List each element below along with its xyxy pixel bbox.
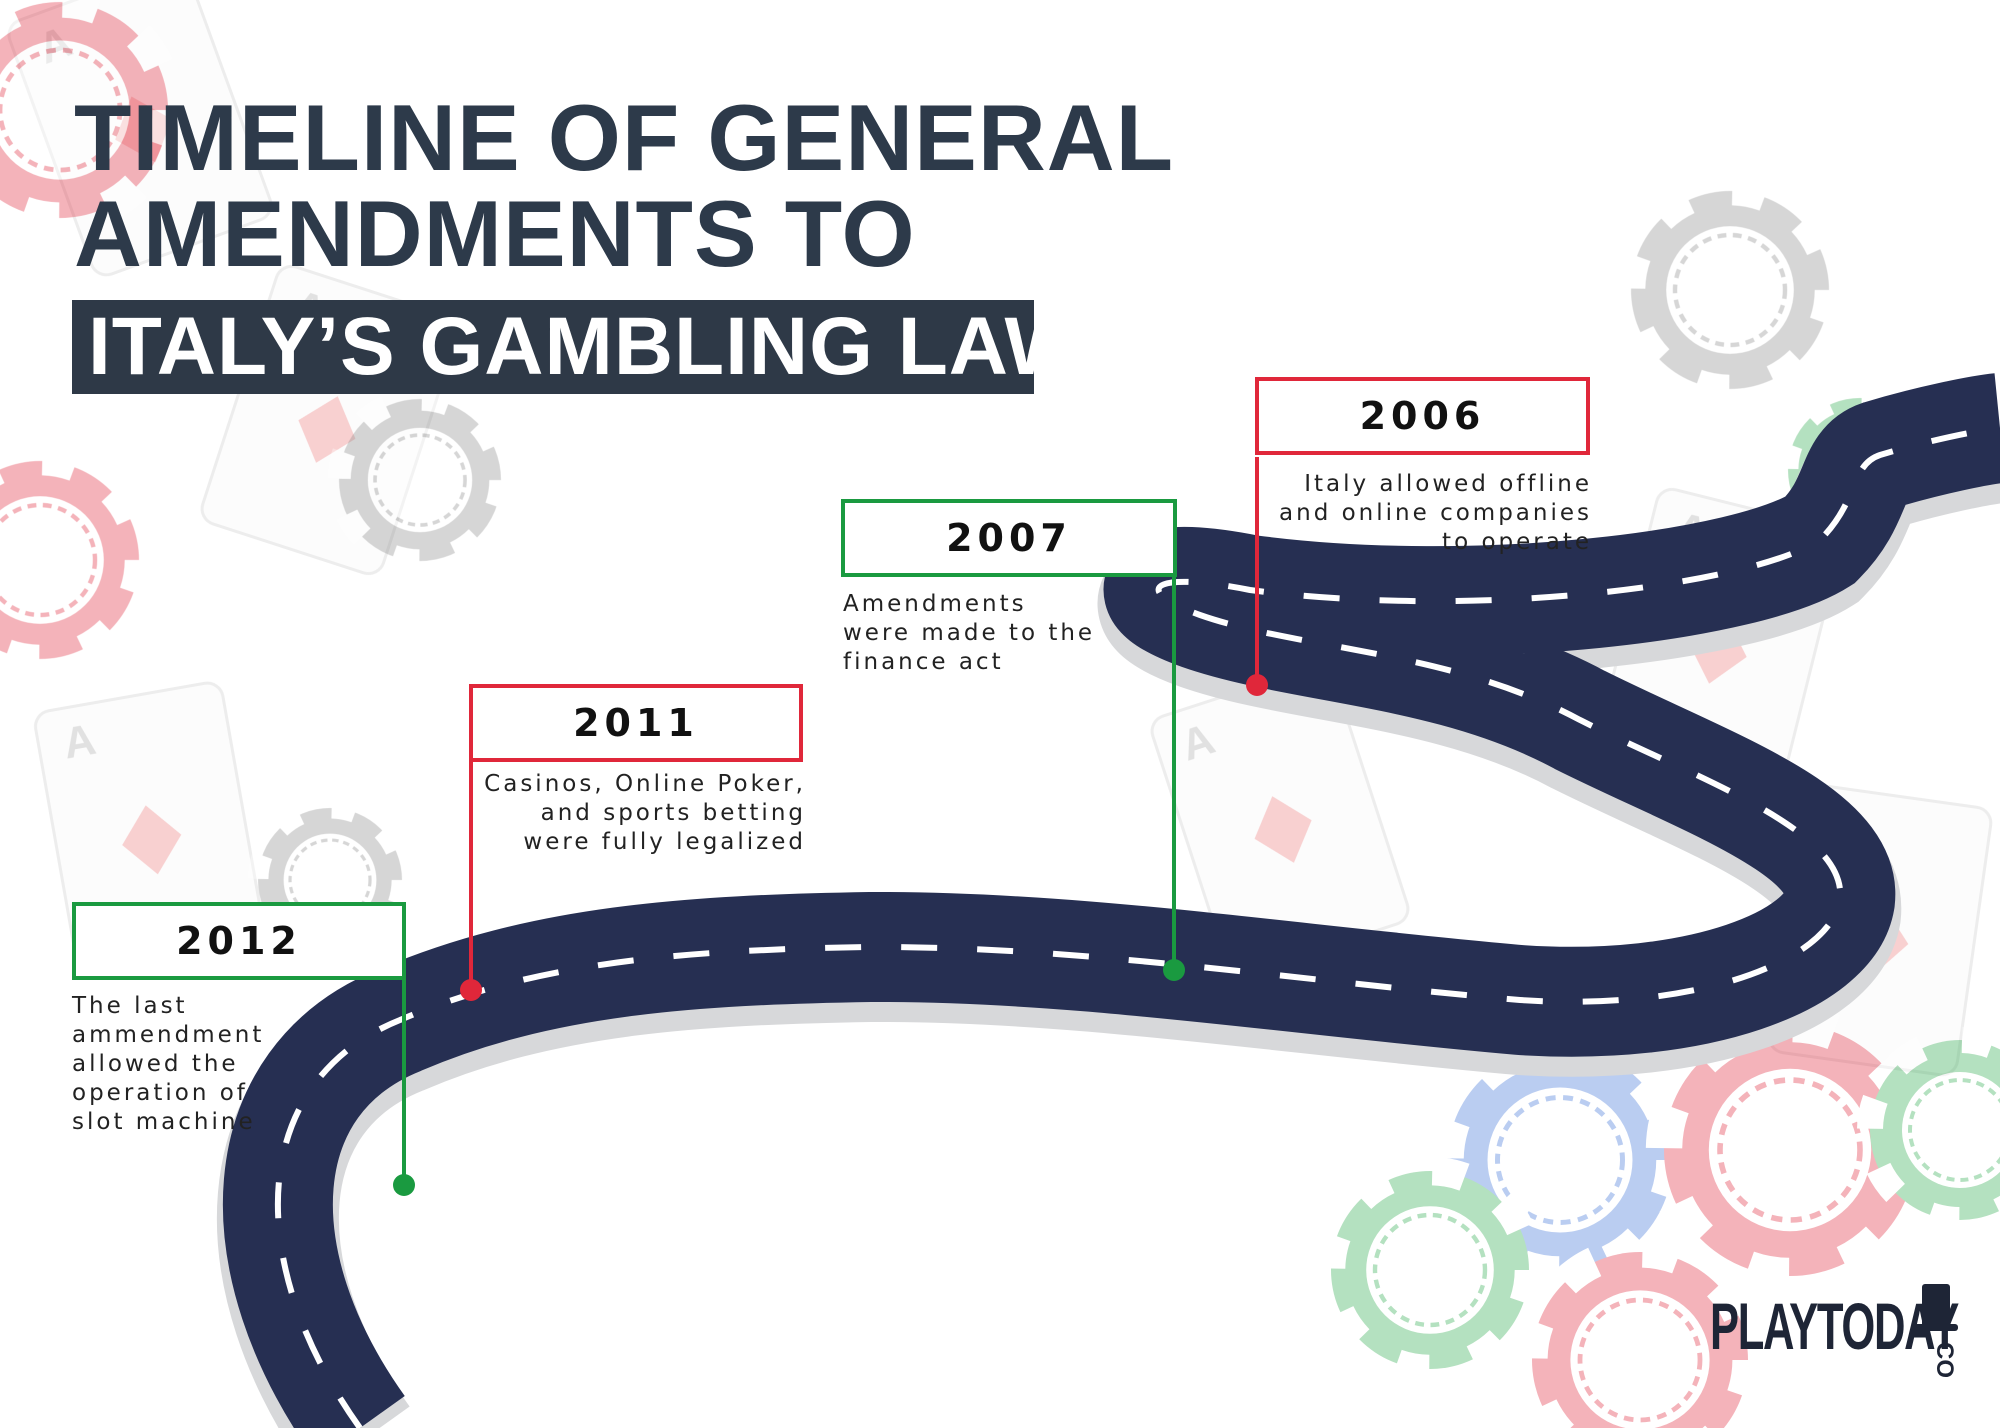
description-line: operation of (72, 1080, 248, 1106)
description-line: ammendment (72, 1022, 265, 1048)
description-line: allowed the (72, 1051, 239, 1077)
playtoday-logo: PLAYTODAY CO (1710, 1270, 1970, 1380)
event-description-2006: Italy allowed offline and online compani… (1230, 470, 1592, 557)
year-box-2011: 2011 (469, 684, 803, 762)
year-label-2007: 2007 (946, 516, 1072, 560)
timeline-dot-2007 (1163, 959, 1185, 981)
event-description-2007: Amendments were made to the finance act (843, 590, 1173, 677)
timeline-dot-2011 (460, 979, 482, 1001)
description-line: were fully legalized (523, 829, 806, 855)
title-band (72, 300, 1034, 394)
description-line: and online companies (1279, 500, 1592, 526)
description-line: Italy allowed offline (1304, 471, 1592, 497)
year-label-2011: 2011 (573, 701, 699, 745)
title-line-1: TIMELINE OF GENERAL (74, 85, 1174, 190)
event-description-2012: The last ammendment allowed the operatio… (72, 992, 372, 1137)
description-line: and sports betting (540, 800, 806, 826)
year-box-2007: 2007 (841, 499, 1177, 577)
year-label-2012: 2012 (176, 919, 302, 963)
description-line: slot machine (72, 1109, 256, 1135)
description-line: were made to the (843, 620, 1096, 646)
year-box-2012: 2012 (72, 902, 406, 980)
year-label-2006: 2006 (1359, 394, 1486, 438)
title-line-2: AMENDMENTS TO (74, 181, 916, 286)
description-line: Casinos, Online Poker, (484, 771, 806, 797)
description-line: Amendments (843, 591, 1027, 617)
description-line: finance act (843, 649, 1004, 675)
timeline-dot-2006 (1246, 674, 1268, 696)
title-line-3: ITALY’S GAMBLING LAWS (88, 301, 1139, 392)
description-line: to operate (1442, 529, 1592, 555)
year-box-2006: 2006 (1255, 377, 1590, 455)
top-hat-icon (1914, 1284, 1958, 1331)
timeline-dot-2012 (393, 1174, 415, 1196)
road-center-line (274, 425, 2000, 1428)
logo-suffix: CO (1931, 1342, 1958, 1378)
event-description-2011: Casinos, Online Poker, and sports bettin… (440, 770, 806, 857)
description-line: The last (72, 993, 188, 1019)
